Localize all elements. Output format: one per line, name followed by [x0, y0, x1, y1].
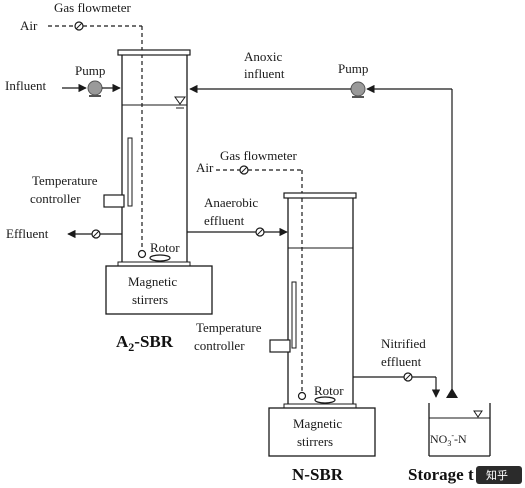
- anoxic-influent-label-l2: influent: [244, 66, 285, 81]
- nitrified-effluent-label-l1: Nitrified: [381, 336, 426, 351]
- pump-1-icon: [87, 80, 103, 96]
- magnetic-stirrer-2-label-l2: stirrers: [297, 434, 333, 449]
- temp-controller-2-label-l2: controller: [194, 338, 245, 353]
- influent-label: Influent: [5, 78, 47, 93]
- nsbr-temperature-probe: [291, 281, 297, 349]
- magnetic-stirrer-1-label-l2: stirrers: [132, 292, 168, 307]
- magnetic-stirrer-2-label-l1: Magnetic: [293, 416, 342, 431]
- temp-controller-1-label-l2: controller: [30, 191, 81, 206]
- recycle-up-arrowhead: [446, 388, 458, 398]
- watermark-badge: [476, 466, 522, 484]
- rotor-2-icon: [314, 396, 336, 404]
- a2sbr-title: A2-SBR: [116, 332, 174, 354]
- anaerobic-valve-needle: [256, 228, 264, 236]
- pump-1-label: Pump: [75, 63, 105, 78]
- a2sbr-lid: [117, 49, 191, 56]
- anoxic-influent-label-l1: Anoxic: [244, 49, 283, 64]
- effluent-valve-needle: [92, 230, 100, 238]
- temp-controller-1-box: [103, 194, 125, 208]
- diffuser-1-icon: [137, 249, 147, 259]
- magnetic-stirrer-1: [105, 265, 213, 315]
- effluent-label: Effluent: [6, 226, 49, 241]
- storage-title: Storage t: [408, 465, 474, 484]
- pump-2-label: Pump: [338, 61, 368, 76]
- gas-flowmeter-1-label: Gas flowmeter: [54, 0, 132, 15]
- anaerobic-effluent-label-l1: Anaerobic: [204, 195, 258, 210]
- temp-controller-2-label-l1: Temperature: [196, 320, 262, 335]
- nitrified-valve-needle: [404, 373, 412, 381]
- air-2-label: Air: [196, 160, 214, 175]
- magnetic-stirrer-2: [268, 407, 376, 457]
- nsbr-lid: [283, 192, 357, 199]
- gas-flowmeter-2-needle: [240, 166, 248, 174]
- a2sbr-temperature-probe: [127, 137, 133, 207]
- no3-label: NO3--N: [430, 431, 467, 448]
- magnetic-stirrer-1-label-l1: Magnetic: [128, 274, 177, 289]
- air-1-label: Air: [20, 18, 38, 33]
- storage-level-marker-icon: [473, 410, 483, 418]
- temp-controller-2-box: [269, 339, 291, 353]
- temp-controller-1-label-l1: Temperature: [32, 173, 98, 188]
- rotor-2-label: Rotor: [314, 383, 344, 398]
- water-level-marker-icon: [174, 96, 186, 105]
- rotor-1-label: Rotor: [150, 240, 180, 255]
- nsbr-title: N-SBR: [292, 465, 344, 484]
- gas-flowmeter-2-label: Gas flowmeter: [220, 148, 298, 163]
- pump-2-icon: [350, 81, 366, 97]
- diffuser-2-icon: [297, 391, 307, 401]
- gas-flowmeter-1-needle: [75, 22, 83, 30]
- nitrified-effluent-label-l2: effluent: [381, 354, 422, 369]
- anaerobic-effluent-label-l2: effluent: [204, 213, 245, 228]
- watermark-text: 知乎: [486, 468, 508, 482]
- rotor-1-icon: [149, 254, 171, 262]
